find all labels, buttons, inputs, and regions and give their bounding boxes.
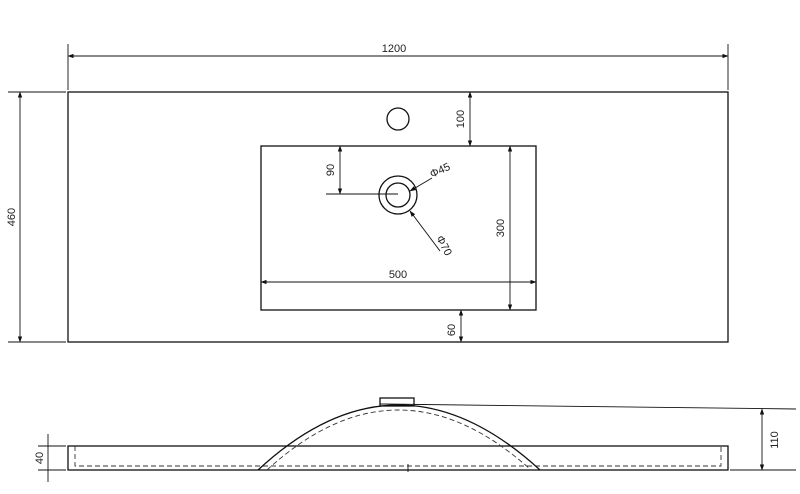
- drain-inner: [385, 182, 411, 208]
- tap: [379, 397, 415, 407]
- tap-top-extension: [379, 403, 797, 410]
- dim-tap-hole-offset: 100: [455, 91, 473, 147]
- dim-front-margin: 60: [446, 309, 464, 343]
- basin-depth-label: 300: [495, 219, 507, 237]
- overall-depth-label: 460: [6, 208, 18, 226]
- overall-width-label: 1200: [382, 43, 406, 55]
- basin-width-label: 500: [389, 269, 407, 281]
- dim-overall-depth: 460: [6, 91, 66, 343]
- dim-basin-width: 500: [260, 269, 537, 285]
- slab-outline: [67, 445, 729, 471]
- tap-hole-offset-label: 100: [455, 110, 467, 128]
- dim-drain-outer-dia: Φ70: [409, 210, 454, 258]
- slab-thickness-label: 40: [34, 452, 46, 464]
- countertop-outline: [67, 91, 729, 343]
- total-height-label: 110: [769, 431, 781, 449]
- front-margin-label: 60: [446, 324, 458, 336]
- dim-drain-inner-dia: Φ45: [409, 161, 452, 192]
- dim-drain-offset: 90: [325, 145, 398, 195]
- dim-overall-width: 1200: [67, 43, 729, 90]
- drain-offset-label: 90: [325, 164, 337, 176]
- dim-slab-thickness: 40: [34, 434, 66, 482]
- bowl-arc-inner: [266, 409, 532, 471]
- drain-outer: [378, 175, 418, 215]
- dim-basin-depth: 300: [495, 145, 513, 311]
- drain-inner-dia-label: Φ45: [428, 161, 452, 181]
- tap-hole: [386, 107, 410, 131]
- dim-total-height: 110: [730, 408, 796, 471]
- basin-outline: [260, 145, 537, 311]
- slab-hidden-line: [74, 446, 722, 467]
- side-view: 40 110: [34, 397, 797, 482]
- bowl-arc-outer: [257, 404, 541, 471]
- top-view: 1200 460 100 90 Φ45: [6, 43, 729, 343]
